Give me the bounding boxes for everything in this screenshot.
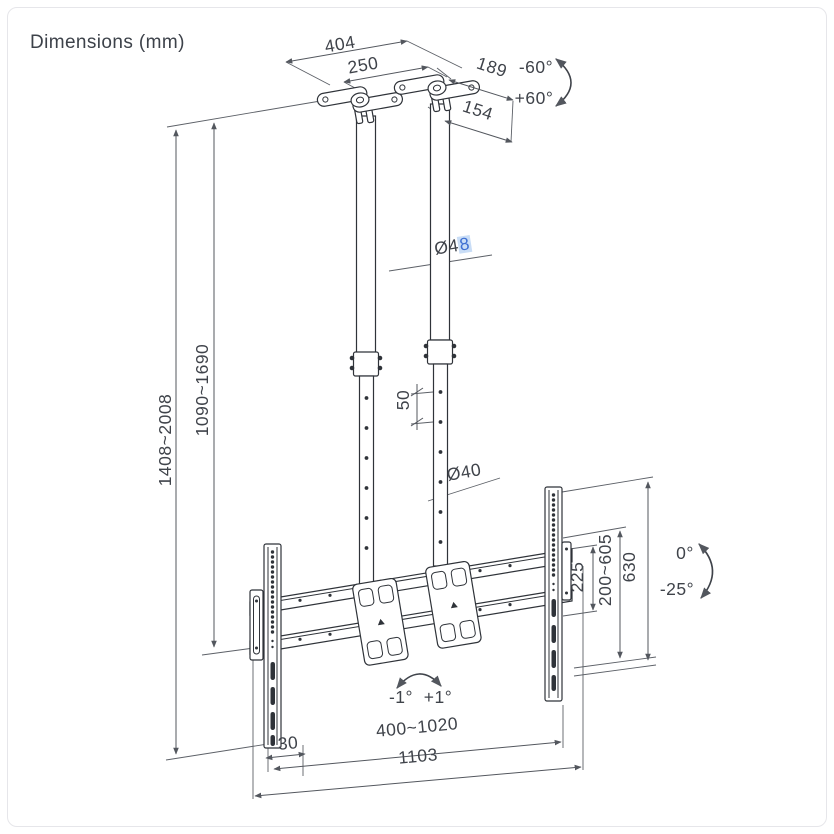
dim-rail-offset: 30 <box>277 732 299 754</box>
dim-pole-upper-dia: Ø4 8 <box>433 233 473 259</box>
pole-left <box>349 115 383 587</box>
dim-tilt-neg: -25° <box>660 579 694 599</box>
page-title: Dimensions (mm) <box>30 32 185 53</box>
dim-pole-upper-dia-suffix: 8 <box>458 233 471 254</box>
extension-lines <box>165 40 657 799</box>
dim-top-width-outer: 404 <box>323 31 357 56</box>
level-arrow-icon <box>396 673 442 689</box>
dim-tilt-zero: 0° <box>676 543 694 563</box>
dim-line-154 <box>444 120 513 143</box>
pole-right <box>423 103 457 567</box>
pole-left-collar <box>352 351 380 377</box>
crossbar <box>249 548 573 655</box>
dim-ceiling-plate-depth: 189 <box>474 53 509 82</box>
tv-rail-right <box>544 486 572 702</box>
tv-rail-left <box>249 543 282 749</box>
dim-line-189 <box>448 79 514 101</box>
dim-top-width-inner: 250 <box>346 52 380 77</box>
arrow-marker-icon <box>377 618 385 626</box>
dim-bracket-height: 630 <box>619 552 639 583</box>
dim-swivel-neg: -60° <box>519 57 553 77</box>
dim-line-30 <box>265 751 306 761</box>
dim-line-1103 <box>254 764 582 799</box>
vesa-plate-right <box>425 560 482 649</box>
dim-line-top-outer <box>285 39 408 64</box>
dim-pole-upper-dia-prefix: Ø4 <box>433 235 460 259</box>
dim-hole-pitch: 50 <box>393 390 413 410</box>
rail-holes <box>270 550 275 649</box>
arrow-marker-icon <box>450 601 458 609</box>
dim-pole-lower-dia: Ø40 <box>445 459 483 485</box>
tilt-arrow-icon <box>698 543 714 599</box>
rail-holes <box>551 493 556 592</box>
dim-total-width: 1103 <box>397 744 438 768</box>
dim-level-neg: -1° <box>389 687 413 707</box>
dim-height-total: 1408~2008 <box>155 394 175 487</box>
dim-vesa-height-range: 200~605 <box>595 534 615 606</box>
dim-bracket-plate-height: 225 <box>567 562 587 593</box>
dim-ceiling-plate-width: 154 <box>460 96 495 125</box>
dim-line-400-1020 <box>273 739 562 772</box>
dim-line-top-inner <box>343 65 429 84</box>
dim-level-pos: +1° <box>424 687 452 707</box>
vesa-plate-left <box>352 577 409 666</box>
ceiling-plate-left <box>316 86 404 125</box>
dim-tv-width-range: 400~1020 <box>375 713 459 741</box>
dim-height-pole: 1090~1690 <box>192 344 212 437</box>
swivel-arrow-icon <box>555 58 572 107</box>
dimension-lines <box>173 39 651 799</box>
dim-swivel-pos: +60° <box>515 88 554 108</box>
pole-right-collar <box>426 339 454 365</box>
